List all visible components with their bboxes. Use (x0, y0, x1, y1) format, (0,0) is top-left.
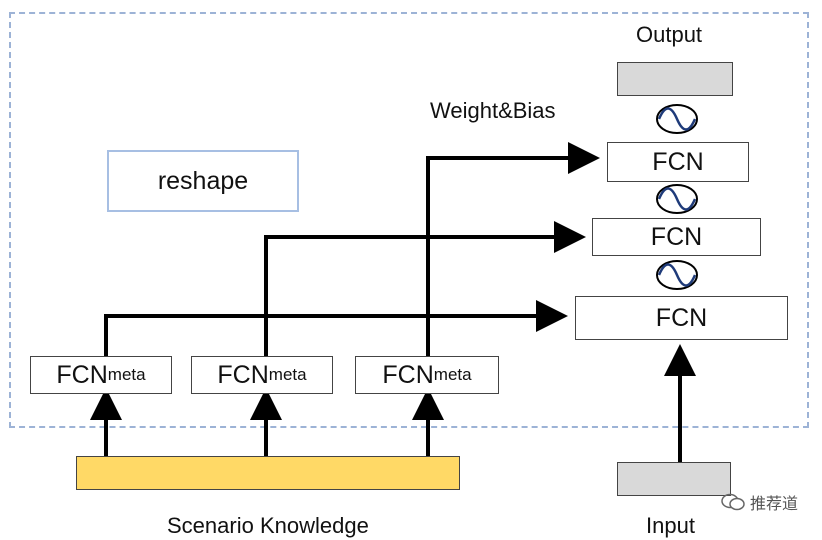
sine-wave-icon (656, 104, 698, 134)
fcn-meta-3-subscript: meta (433, 365, 472, 384)
input-label: Input (646, 513, 695, 538)
reshape-box: reshape (107, 150, 299, 212)
scenario-knowledge-label: Scenario Knowledge (167, 513, 369, 538)
arrow-meta-2-to-fcn-middle (264, 221, 586, 356)
dashed-container (9, 12, 809, 428)
weight-bias-label: Weight&Bias (430, 98, 556, 123)
fcn-meta-1-label: FCN (56, 360, 108, 389)
fcn-middle-label: FCN (650, 222, 703, 251)
fcn-meta-3-label: FCN (382, 360, 434, 389)
arrow-meta-3-to-fcn-top (426, 142, 600, 356)
arrow-meta-1-to-fcn-bottom (104, 300, 568, 356)
watermark-text: 推荐道 (749, 496, 798, 513)
scenario-knowledge-bar (76, 456, 460, 490)
fcn-top-box: FCN (607, 142, 749, 182)
output-label: Output (636, 22, 703, 47)
wechat-icon (721, 493, 745, 511)
output-box (617, 62, 733, 96)
fcn-middle-box: FCN (592, 218, 761, 256)
fcn-top-label: FCN (652, 147, 704, 176)
fcn-bottom-label: FCN (655, 303, 708, 332)
fcn-bottom-box: FCN (575, 296, 788, 340)
sine-wave-icon (656, 260, 698, 290)
fcn-meta-1-subscript: meta (107, 365, 146, 384)
sine-wave-icon (656, 184, 698, 214)
watermark: 推荐道 (720, 490, 798, 514)
input-box (617, 462, 731, 496)
fcn-meta-2-label: FCN (217, 360, 269, 389)
fcn-meta-2-subscript: meta (268, 365, 307, 384)
reshape-label: reshape (157, 166, 249, 195)
